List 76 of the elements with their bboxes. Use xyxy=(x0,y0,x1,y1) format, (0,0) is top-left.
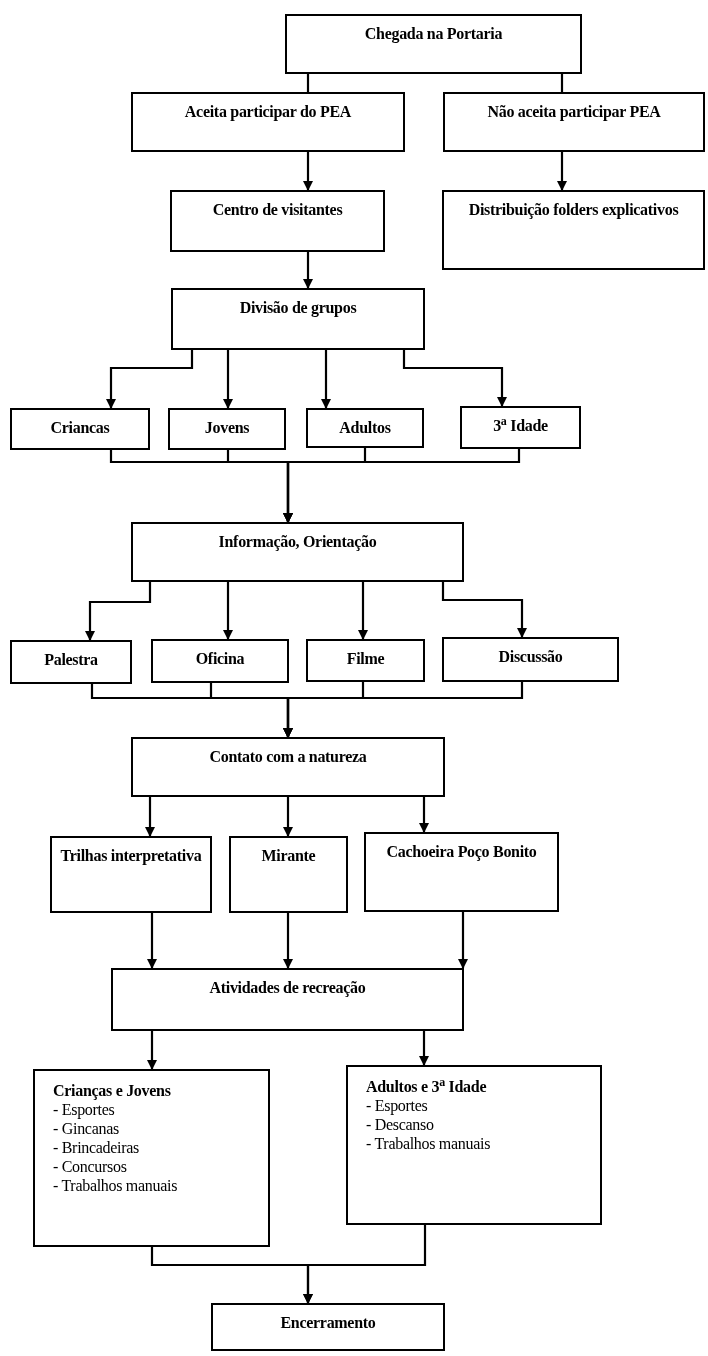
connector-arrow xyxy=(557,152,567,191)
connector-arrow xyxy=(283,913,293,969)
connector-arrow xyxy=(441,582,527,638)
box-heading: Crianças e Jovens xyxy=(53,1081,171,1100)
box-label: Contato com a natureza xyxy=(209,747,367,766)
connector-arrow xyxy=(85,582,152,641)
box-label: Adultos xyxy=(339,418,391,437)
box-label: Mirante xyxy=(261,846,316,865)
box-label: Trilhas interpretativa xyxy=(60,846,202,865)
box-label: 3$^{a}$ Idade xyxy=(493,416,548,435)
connector-arrow xyxy=(147,1031,157,1070)
process-box xyxy=(151,639,289,683)
box-label: Distribuição folders explicativos xyxy=(468,200,679,219)
connector-arrow xyxy=(283,682,524,738)
process-box xyxy=(211,1303,445,1351)
box-label: Filme xyxy=(346,649,385,668)
process-box xyxy=(10,640,132,684)
process-box xyxy=(131,522,464,582)
box-label: Palestra xyxy=(44,650,98,669)
list-item: - Gincanas xyxy=(53,1119,119,1138)
list-item: - Trabalhos manuais xyxy=(366,1134,491,1153)
connector-arrow xyxy=(223,350,233,409)
connector-arrow xyxy=(358,582,368,640)
connector-arrow xyxy=(419,797,429,833)
connector-arrow xyxy=(419,1031,429,1066)
box-label: Jovens xyxy=(204,418,250,437)
list-item: - Trabalhos manuais xyxy=(53,1176,178,1195)
connector-arrow xyxy=(223,582,233,640)
process-box xyxy=(443,92,705,152)
process-box xyxy=(33,1069,270,1247)
process-box xyxy=(285,14,582,74)
box-label: Cachoeira Poço Bonito xyxy=(386,842,537,861)
connector-arrow xyxy=(303,252,313,289)
connector-arrow xyxy=(321,350,331,409)
process-box xyxy=(50,836,212,913)
connector-arrow xyxy=(402,350,507,407)
process-box xyxy=(131,737,445,797)
list-item: - Brincadeiras xyxy=(53,1138,139,1157)
list-item: - Esportes xyxy=(366,1096,428,1115)
connector-arrow xyxy=(145,797,155,837)
box-label: Informação, Orientação xyxy=(218,532,377,551)
box-label: Divisão de grupos xyxy=(239,298,357,317)
process-box xyxy=(306,408,424,448)
process-box xyxy=(442,637,619,682)
box-label: Discussão xyxy=(498,647,563,666)
process-box xyxy=(229,836,348,913)
box-label: Centro de visitantes xyxy=(212,200,343,219)
box-label: Encerramento xyxy=(280,1313,376,1332)
process-box xyxy=(111,968,464,1031)
list-item: - Descanso xyxy=(366,1115,434,1134)
list-item: - Concursos xyxy=(53,1157,127,1176)
process-box xyxy=(346,1065,602,1225)
process-box xyxy=(170,190,385,252)
connector-arrow xyxy=(283,797,293,837)
connector-arrow xyxy=(303,1225,427,1304)
box-heading: Adultos e 3$^{a}$ Idade xyxy=(366,1077,487,1096)
connector-arrow xyxy=(283,449,521,523)
list-item: - Esportes xyxy=(53,1100,115,1119)
process-box xyxy=(460,406,581,449)
connector-arrow xyxy=(303,152,313,191)
process-box xyxy=(171,288,425,350)
box-label: Criancas xyxy=(50,418,110,437)
process-box xyxy=(168,408,286,450)
process-box xyxy=(442,190,705,270)
process-box xyxy=(10,408,150,450)
process-box xyxy=(306,639,425,682)
box-label: Oficina xyxy=(195,649,245,668)
box-label: Atividades de recreação xyxy=(209,978,366,997)
box-label: Chegada na Portaria xyxy=(364,24,503,43)
connector-arrow xyxy=(458,912,468,969)
box-label: Aceita participar do PEA xyxy=(184,102,352,121)
process-box xyxy=(131,92,405,152)
connector-arrow xyxy=(147,913,157,969)
process-box xyxy=(364,832,559,912)
box-label: Não aceita participar PEA xyxy=(487,102,661,121)
connector-arrow xyxy=(106,350,194,409)
